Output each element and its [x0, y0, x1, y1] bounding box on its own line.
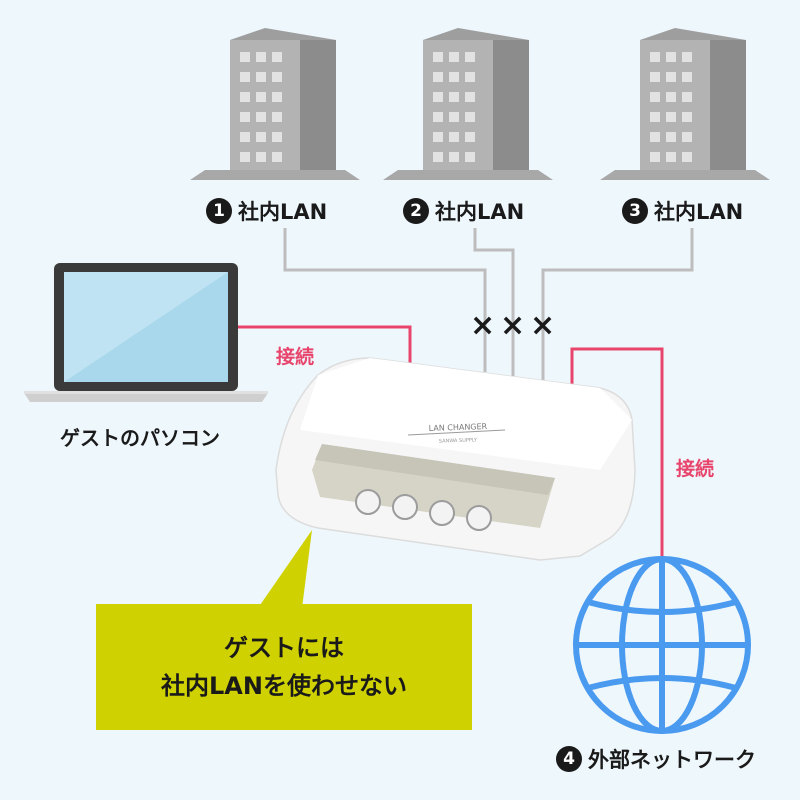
lan-line-3 — [541, 228, 694, 380]
lan-line-2 — [473, 228, 515, 376]
building-1-text: 社内LAN — [238, 200, 328, 224]
building-2-label: 2 社内LAN — [403, 196, 524, 226]
external-network-text: 外部ネットワーク — [588, 748, 756, 772]
building-3-text: 社内LAN — [654, 200, 744, 224]
laptop-icon — [24, 263, 268, 402]
external-connection-line — [570, 347, 664, 558]
blocked-mark-2: × — [500, 308, 526, 343]
globe-icon — [573, 556, 751, 734]
callout-line-2: 社内LANを使わせない — [161, 672, 407, 700]
number-badge-4: 4 — [556, 746, 582, 772]
guest-connection-line — [238, 325, 412, 364]
guest-pc-label: ゲストのパソコン — [60, 426, 220, 450]
connection-label-right: 接続 — [676, 458, 715, 480]
device-buttons — [355, 489, 492, 531]
device-name: LAN CHANGER — [429, 422, 488, 433]
building-1-icon — [190, 28, 360, 180]
number-badge-3: 3 — [622, 198, 648, 224]
lan-line-1 — [283, 228, 487, 372]
number-badge-2: 2 — [403, 198, 429, 224]
callout-box — [96, 530, 472, 730]
number-badge-1: 1 — [206, 198, 232, 224]
blocked-mark-3: × — [530, 308, 556, 343]
building-3-label: 3 社内LAN — [622, 196, 743, 226]
device-subtext: SANWA SUPPLY — [439, 437, 478, 444]
connection-label-left: 接続 — [276, 346, 315, 368]
building-2-icon — [383, 28, 553, 180]
lan-lines — [283, 228, 694, 380]
building-2-text: 社内LAN — [435, 200, 525, 224]
connection-lines — [238, 325, 664, 558]
external-network-label: 4 外部ネットワーク — [556, 744, 756, 774]
blocked-mark-1: × — [470, 308, 496, 343]
building-1-label: 1 社内LAN — [206, 196, 327, 226]
building-3-icon — [600, 28, 770, 180]
callout-line-1: ゲストには — [224, 633, 344, 662]
callout-text: ゲストには 社内LANを使わせない — [96, 604, 472, 730]
lan-changer-device: LAN CHANGER SANWA SUPPLY — [275, 357, 636, 561]
